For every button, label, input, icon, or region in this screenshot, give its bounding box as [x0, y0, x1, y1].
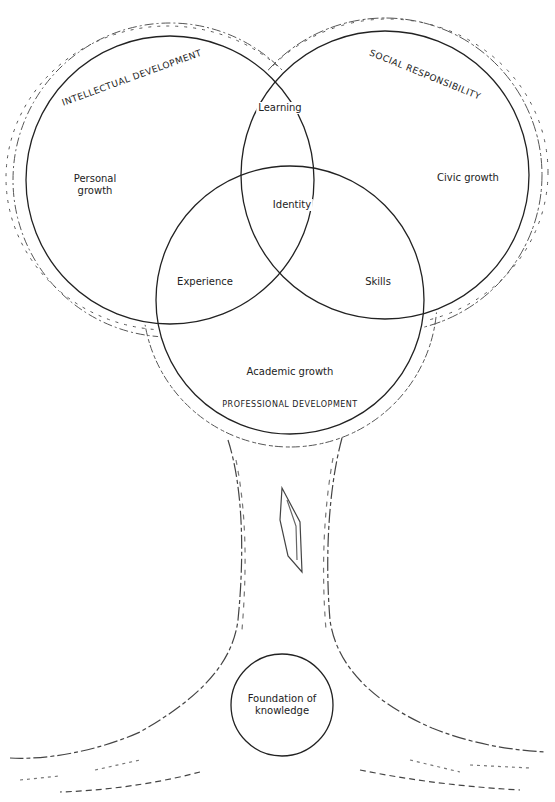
- circle-outline: [26, 36, 314, 324]
- region-label: Academic growth: [245, 366, 335, 378]
- region-label: Personal growth: [59, 173, 131, 197]
- trunk-sketch: [10, 438, 545, 792]
- circle-outline: [241, 31, 529, 319]
- circle-outline: [231, 654, 333, 756]
- region-label: Experience: [175, 276, 235, 288]
- region-label: Learning: [256, 102, 303, 114]
- canopy-sketch: [6, 18, 548, 447]
- circle-heading: PROFESSIONAL DEVELOPMENT: [222, 400, 357, 410]
- venn-circle: INTELLECTUAL DEVELOPMENT Personal growth: [25, 35, 315, 325]
- region-label: Skills: [363, 276, 393, 288]
- circle-outline: [25, 35, 315, 325]
- region-label: Civic growth: [432, 172, 504, 184]
- region-label: Identity: [271, 199, 313, 211]
- circle-outline: [156, 166, 424, 434]
- circle-heading: INTELLECTUAL DEVELOPMENT: [61, 48, 204, 109]
- region-label: Foundation of knowledge: [242, 693, 322, 717]
- root-circle: Foundation of knowledge: [230, 653, 334, 757]
